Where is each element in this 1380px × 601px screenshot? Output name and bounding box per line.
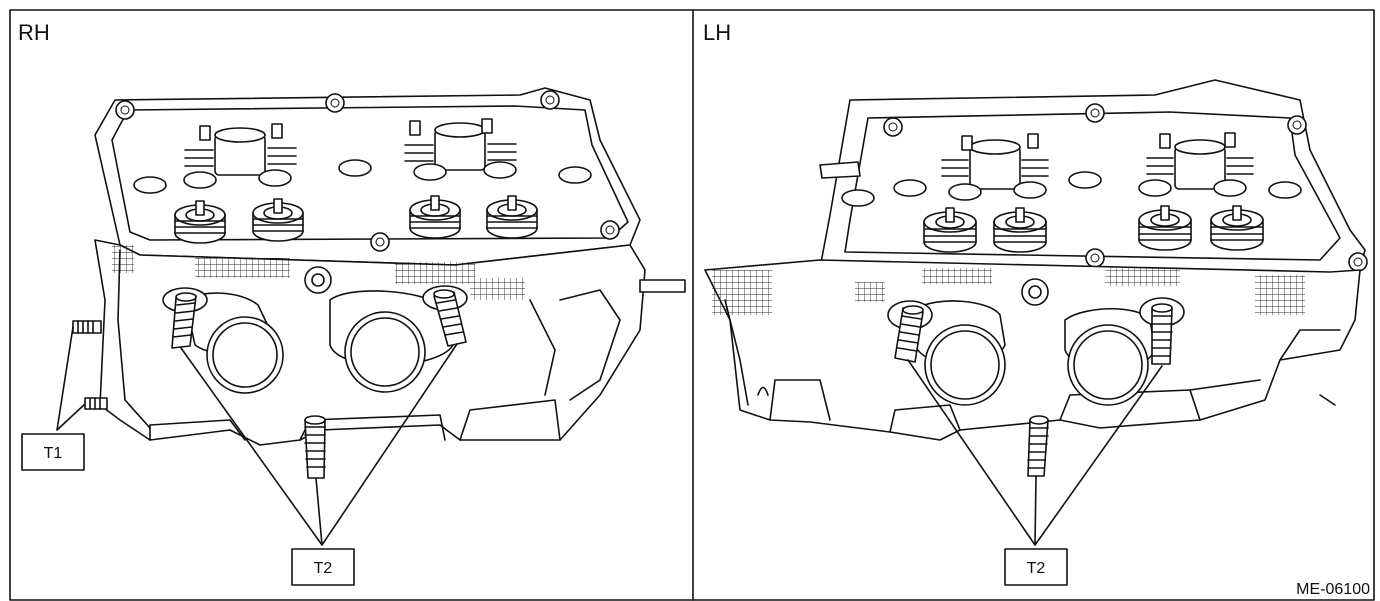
stud-t2-lh-bottom (1027, 415, 1049, 477)
callout-label-t2-lh: T2 (1027, 560, 1046, 577)
leader-t2-lh (907, 359, 1163, 546)
callout-t1-rh: T1 (21, 433, 85, 471)
figure-id: ME-06100 (1296, 581, 1370, 598)
leader-t1-rh (56, 326, 86, 431)
figure-frame (9, 9, 1375, 601)
callout-label-t1-rh: T1 (44, 445, 63, 462)
callout-t2-rh: T2 (291, 548, 355, 586)
stud-t2-rh-right (433, 289, 467, 347)
leader-t2-rh (180, 343, 458, 546)
stud-t2-rh-bottom (304, 415, 326, 479)
callout-t2-lh: T2 (1004, 548, 1068, 586)
stud-t1-rh-upper (72, 320, 102, 334)
callout-label-t2-rh: T2 (314, 560, 333, 577)
stud-t2-rh-left (171, 292, 197, 349)
panel-title-rh: RH (18, 20, 50, 45)
panel-title-lh: LH (703, 20, 731, 45)
stud-t2-lh-right (1151, 303, 1173, 365)
stud-t2-lh-left (894, 305, 924, 363)
panel-lh: LH (703, 20, 1370, 598)
cylinder-head-rh-drawing (94, 87, 686, 446)
cylinder-head-lh-drawing (704, 79, 1368, 441)
stud-t1-rh-lower (84, 397, 108, 410)
panel-rh: RH (18, 20, 686, 586)
